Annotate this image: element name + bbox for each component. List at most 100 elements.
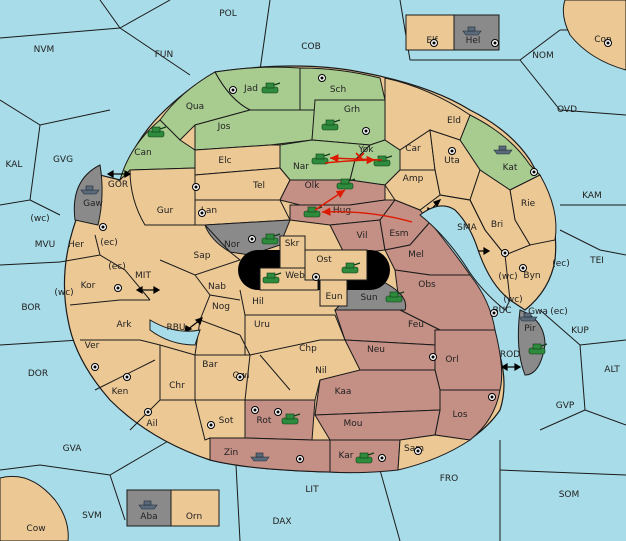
supply-center-icon bbox=[429, 353, 437, 361]
land-label-byn: Byn bbox=[523, 271, 540, 281]
tank-icon[interactable] bbox=[385, 291, 405, 303]
sea-label-fro: FRO bbox=[440, 474, 459, 484]
sea-label-gvp: GVP bbox=[556, 401, 575, 411]
rie-region[interactable] bbox=[509, 174, 557, 246]
sea-label-mit: MIT bbox=[135, 271, 151, 281]
land-label-ail: Ail bbox=[146, 419, 157, 429]
tank-icon[interactable] bbox=[281, 413, 301, 425]
pir-region[interactable] bbox=[517, 309, 546, 376]
supply-center-icon bbox=[198, 209, 206, 217]
elf-region[interactable] bbox=[405, 14, 455, 51]
land-label-skr: Skr bbox=[285, 239, 300, 249]
supply-center-icon bbox=[530, 168, 538, 176]
land-label-chp: Chp bbox=[299, 344, 317, 354]
tank-icon[interactable] bbox=[261, 233, 281, 245]
sea-label-gvg: GVG bbox=[53, 155, 73, 165]
tank-icon[interactable] bbox=[262, 272, 282, 284]
ship-icon[interactable] bbox=[138, 500, 158, 510]
eun-region[interactable] bbox=[319, 279, 348, 307]
land-label-can: Can bbox=[134, 148, 152, 158]
ship-icon[interactable] bbox=[462, 26, 482, 36]
sea-label-kam: KAM bbox=[582, 191, 602, 201]
sea-label-dor: DOR bbox=[28, 369, 48, 379]
land-label-hug: Hug bbox=[333, 206, 351, 216]
double-arrow-icon bbox=[135, 285, 161, 295]
coast-tag-byn-wc: (wc) bbox=[498, 272, 517, 282]
supply-center-icon bbox=[144, 408, 152, 416]
land-label-mou: Mou bbox=[344, 419, 363, 429]
coast-tag-her-ec: (ec) bbox=[100, 238, 118, 248]
sea-label-sma: SMA bbox=[457, 223, 477, 233]
ship-icon[interactable] bbox=[493, 145, 513, 155]
supply-center-icon bbox=[99, 223, 107, 231]
land-label-sap: Sap bbox=[194, 251, 211, 261]
rot-region[interactable] bbox=[244, 399, 316, 441]
supply-center-icon bbox=[207, 421, 215, 429]
land-label-orn: Orn bbox=[186, 512, 202, 522]
tank-icon[interactable] bbox=[311, 153, 331, 165]
tank-icon[interactable] bbox=[336, 178, 356, 190]
gaw-region[interactable] bbox=[73, 164, 103, 226]
sea-label-kal: KAL bbox=[6, 160, 23, 170]
land-label-nar: Nar bbox=[293, 162, 309, 172]
order-cut-marker bbox=[355, 152, 365, 162]
land-label-jos: Jos bbox=[217, 122, 231, 132]
supply-center-icon bbox=[91, 363, 99, 371]
supply-center-icon bbox=[296, 455, 304, 463]
coast-tag-byn-ec: (ec) bbox=[552, 259, 570, 269]
ship-icon[interactable] bbox=[80, 185, 100, 195]
land-label-sam: Sam bbox=[404, 444, 424, 454]
land-label-nab: Nab bbox=[208, 282, 226, 292]
sea-label-mvu: MVU bbox=[35, 240, 56, 250]
tank-icon[interactable] bbox=[355, 452, 375, 464]
land-label-rot: Rot bbox=[257, 416, 272, 426]
land-label-neu: Neu bbox=[367, 345, 385, 355]
ship-icon[interactable] bbox=[518, 312, 538, 322]
coast-tag-her-wc: (wc) bbox=[30, 214, 49, 224]
tank-icon[interactable] bbox=[147, 126, 167, 138]
land-label-tel: Tel bbox=[252, 181, 265, 191]
smaa-inlet bbox=[419, 205, 511, 311]
land-label-pir: Pir bbox=[524, 324, 536, 334]
nor-region[interactable] bbox=[204, 219, 291, 256]
sea-label-con: Con bbox=[594, 35, 612, 45]
land-label-kaa: Kaa bbox=[335, 387, 352, 397]
orn-region[interactable] bbox=[170, 489, 220, 527]
neu-region[interactable] bbox=[344, 339, 436, 371]
sea-label-nvm: NVM bbox=[34, 45, 55, 55]
rbu-inlet bbox=[149, 319, 201, 346]
supply-center-icon bbox=[490, 309, 498, 317]
land-label-nog: Nog bbox=[212, 302, 230, 312]
olk-region[interactable] bbox=[279, 179, 386, 206]
supply-center-icon bbox=[312, 273, 320, 281]
land-label-yok: Yok bbox=[357, 145, 374, 155]
supply-center-icon bbox=[448, 147, 456, 155]
sea-label-nom: NOM bbox=[532, 51, 554, 61]
land-label-ark: Ark bbox=[116, 320, 132, 330]
land-label-eun: Eun bbox=[325, 292, 342, 302]
tank-icon[interactable] bbox=[321, 119, 341, 131]
land-label-qua: Qua bbox=[186, 102, 204, 112]
land-label-mel: Mel bbox=[408, 250, 424, 260]
tank-icon[interactable] bbox=[373, 155, 393, 167]
sam-region[interactable] bbox=[397, 434, 472, 471]
tank-icon[interactable] bbox=[528, 343, 548, 355]
tank-icon[interactable] bbox=[341, 262, 361, 274]
land-label-olk: Olk bbox=[305, 181, 321, 191]
tank-icon[interactable] bbox=[261, 82, 281, 94]
coast-tag-gwa-ec: (ec) bbox=[550, 307, 568, 317]
sea-label-lit: LIT bbox=[305, 485, 319, 495]
land-label-sun: Sun bbox=[360, 293, 377, 303]
land-label-sch: Sch bbox=[330, 85, 346, 95]
supply-center-icon bbox=[501, 249, 509, 257]
sea-label-ovd: OVD bbox=[557, 105, 577, 115]
mou-region[interactable] bbox=[314, 409, 441, 441]
ship-icon[interactable] bbox=[250, 452, 270, 462]
land-label-elc: Elc bbox=[218, 156, 231, 166]
land-label-kor: Kor bbox=[81, 281, 96, 291]
sea-label-pol: POL bbox=[219, 9, 237, 19]
land-label-amp: Amp bbox=[403, 174, 424, 184]
land-label-her: Her bbox=[68, 240, 84, 250]
